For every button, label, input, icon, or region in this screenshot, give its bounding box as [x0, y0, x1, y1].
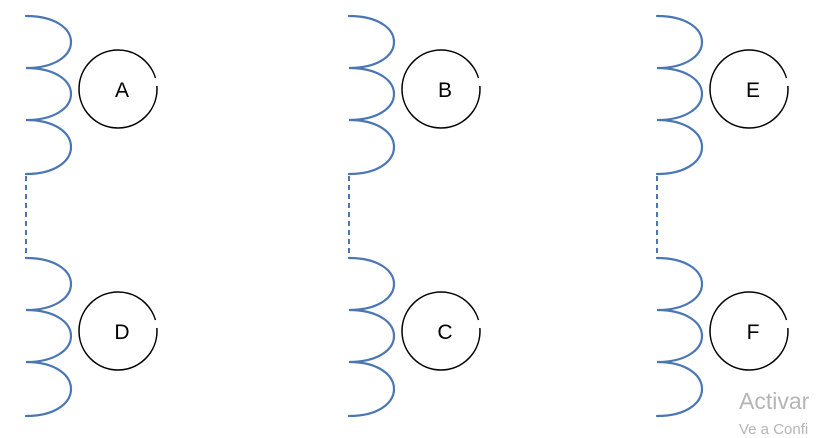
coil-top-3 — [655, 14, 704, 176]
coil-unit-2: B C — [347, 14, 482, 418]
coil-unit-1: A D — [24, 14, 159, 418]
rotor-top-3 — [709, 49, 789, 129]
coil-bottom-1 — [24, 256, 73, 418]
rotor-label-bottom-3: F — [747, 321, 760, 344]
rotor-bottom-2 — [401, 291, 481, 371]
rotor-bottom-3 — [709, 291, 789, 371]
coil-top-2 — [347, 14, 396, 176]
coil-bottom-2 — [347, 256, 396, 418]
activation-watermark-title: Activar — [739, 388, 810, 414]
rotor-label-bottom-1: D — [114, 321, 129, 344]
coil-unit-3: E F — [655, 14, 790, 418]
activation-watermark-subtitle: Ve a Confi — [739, 421, 809, 438]
rotor-label-top-2: B — [438, 79, 452, 102]
coil-top-1 — [24, 14, 73, 176]
rotor-label-top-1: A — [115, 79, 129, 102]
rotor-top-1 — [78, 49, 158, 129]
rotor-label-top-3: E — [746, 79, 760, 102]
rotor-label-bottom-2: C — [437, 321, 452, 344]
rotor-bottom-1 — [78, 291, 158, 371]
coil-bottom-3 — [655, 256, 704, 418]
rotor-top-2 — [401, 49, 481, 129]
